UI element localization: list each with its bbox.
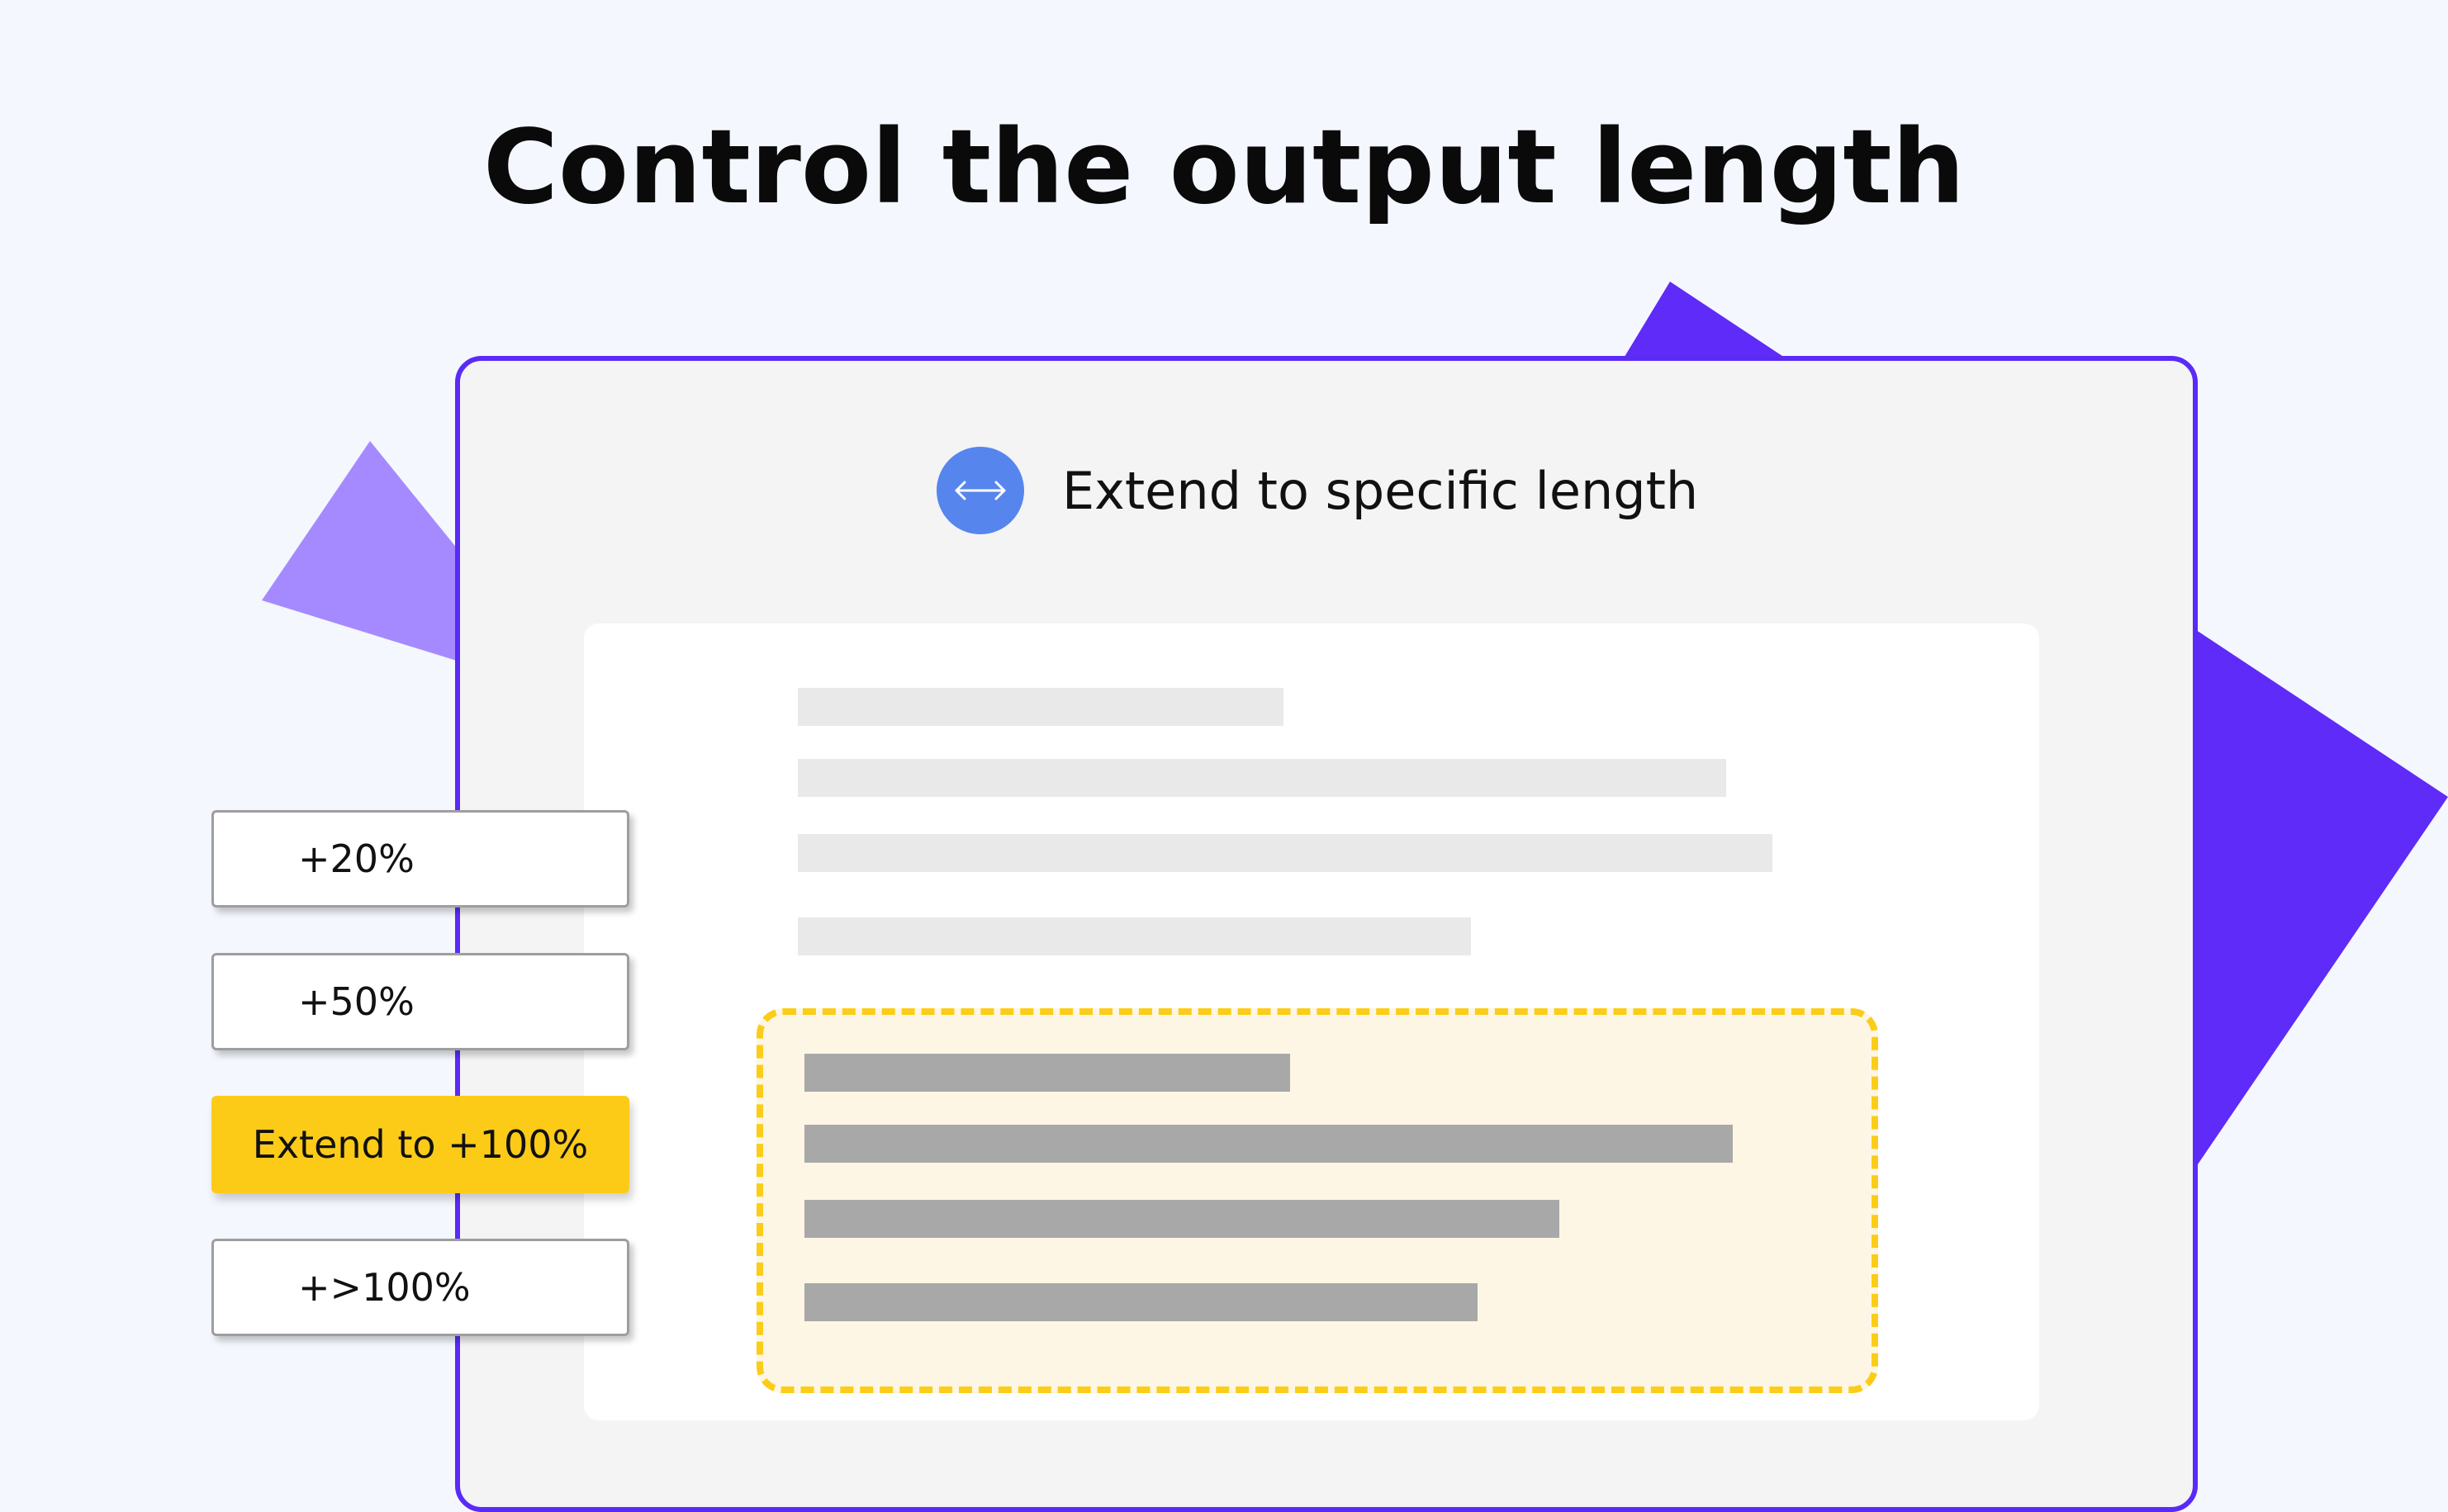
expand-horizontal-icon bbox=[937, 447, 1024, 534]
original-text-line bbox=[798, 917, 1471, 955]
original-text-line bbox=[798, 759, 1726, 797]
card-header: Extend to specific length bbox=[937, 447, 1698, 534]
option-over-100-percent[interactable]: +>100% bbox=[211, 1239, 629, 1336]
option-plus-50-percent[interactable]: +50% bbox=[211, 953, 629, 1050]
header-label: Extend to specific length bbox=[1062, 460, 1699, 521]
option-extend-to-100-percent[interactable]: Extend to +100% bbox=[211, 1096, 629, 1193]
page-title: Control the output length bbox=[482, 108, 1965, 227]
extended-text-line bbox=[804, 1283, 1478, 1321]
extended-text-line bbox=[804, 1125, 1733, 1163]
extended-text-line bbox=[804, 1054, 1290, 1092]
original-text-line bbox=[798, 688, 1283, 726]
option-plus-20-percent[interactable]: +20% bbox=[211, 810, 629, 908]
extended-text-line bbox=[804, 1200, 1559, 1238]
lavender-triangle-left bbox=[262, 441, 479, 661]
original-text-line bbox=[798, 834, 1772, 872]
